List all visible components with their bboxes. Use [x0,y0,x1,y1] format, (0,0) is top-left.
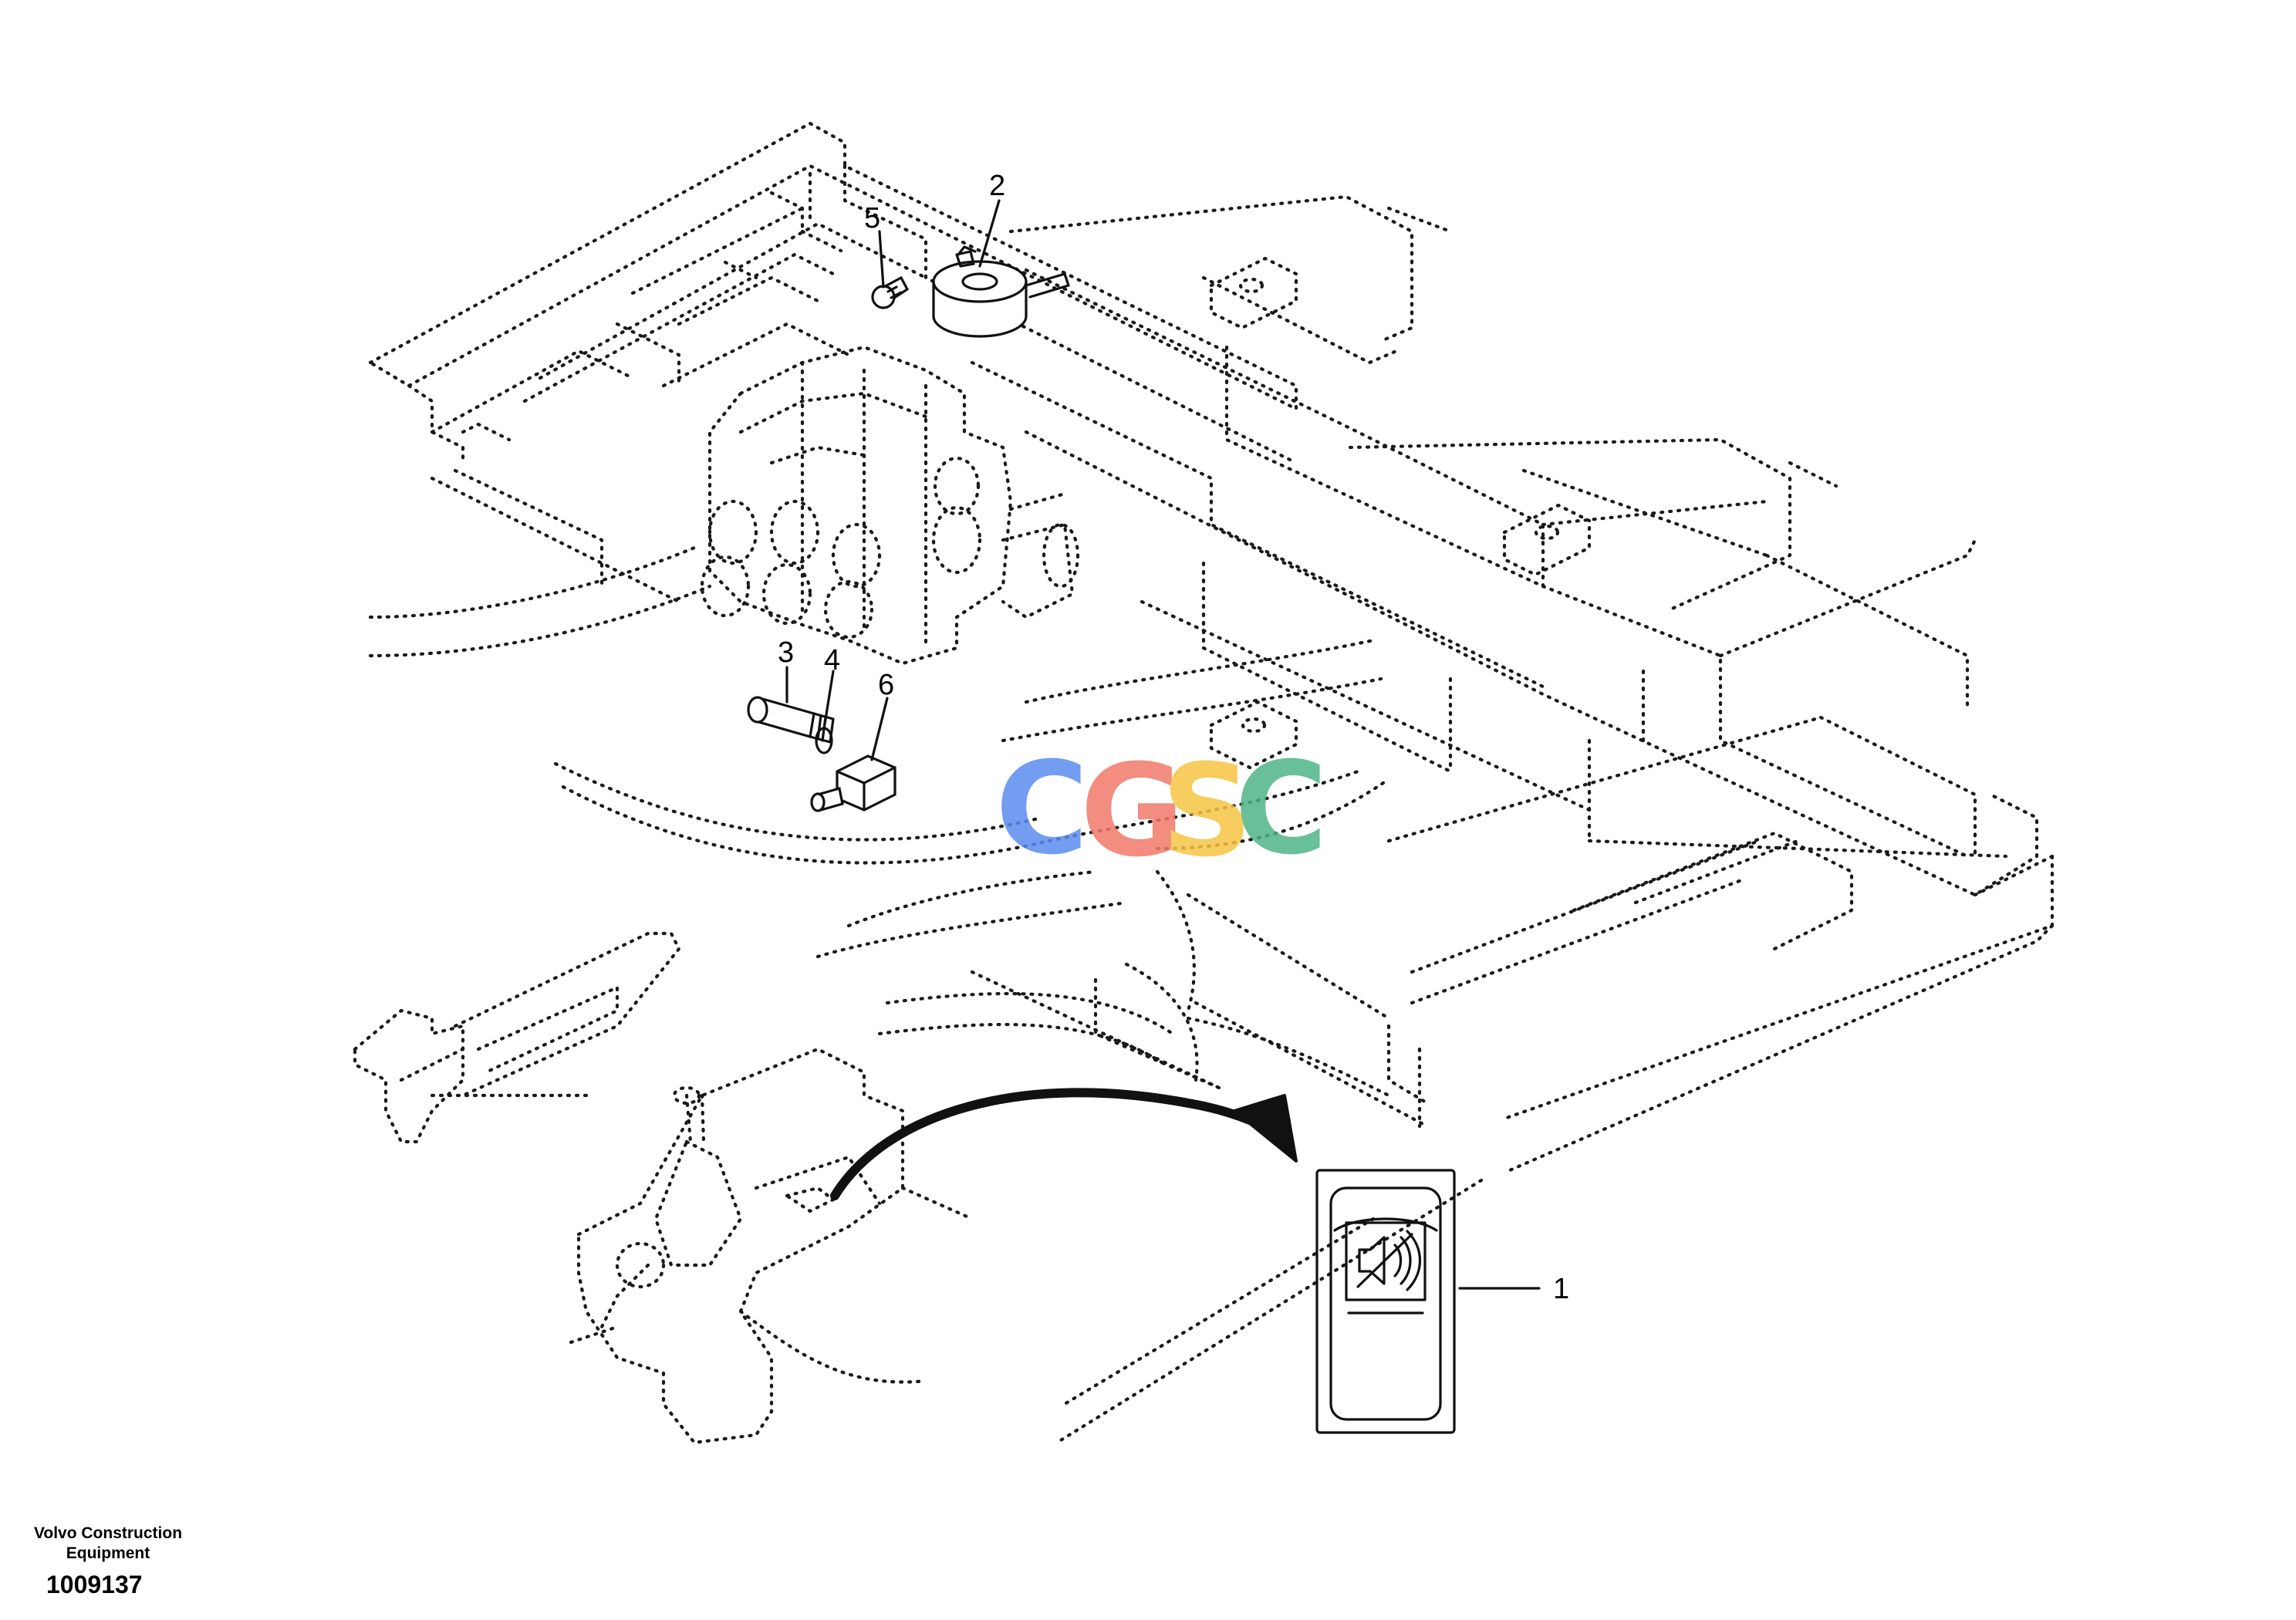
watermark-letter-c2: C [1234,734,1328,883]
pedals [353,931,681,1144]
footer-brand-line1: Volvo Construction [33,1524,183,1542]
solenoid-coil [932,245,1070,338]
footer-brand: Volvo Construction Equipment [23,1524,193,1564]
rocker-switch-detail [1315,1169,1456,1434]
watermark-letter-c1: C [995,734,1089,883]
callout-leaders [785,199,1541,1290]
drawing-number: 1009137 [46,1571,143,1598]
screw [871,275,910,309]
pressure-sensor [747,696,835,744]
pressure-switch [810,754,896,812]
callout-5: 5 [864,202,880,235]
callout-3: 3 [778,636,794,669]
speaker-mute-icon [1356,1230,1422,1291]
cgsc-watermark: C G S C [995,734,1328,885]
lower-frame [970,194,2055,1445]
watermark-letter-g: G [1080,737,1184,885]
callouts: 1 2 3 4 5 6 [778,170,1569,1305]
callout-6: 6 [878,669,894,701]
callout-4: 4 [824,644,840,677]
hydraulic-hoses [368,545,1391,1098]
watermark-letter-s: S [1161,737,1253,885]
curved-arrow-icon [830,1088,1298,1200]
frame-brackets [1209,206,1838,770]
control-valve [700,345,1080,666]
joystick-console [569,1047,974,1445]
callout-2: 2 [989,170,1005,202]
callout-1: 1 [1553,1273,1569,1305]
upper-frame [368,121,1298,604]
footer-brand-line2: Equipment [66,1544,150,1562]
